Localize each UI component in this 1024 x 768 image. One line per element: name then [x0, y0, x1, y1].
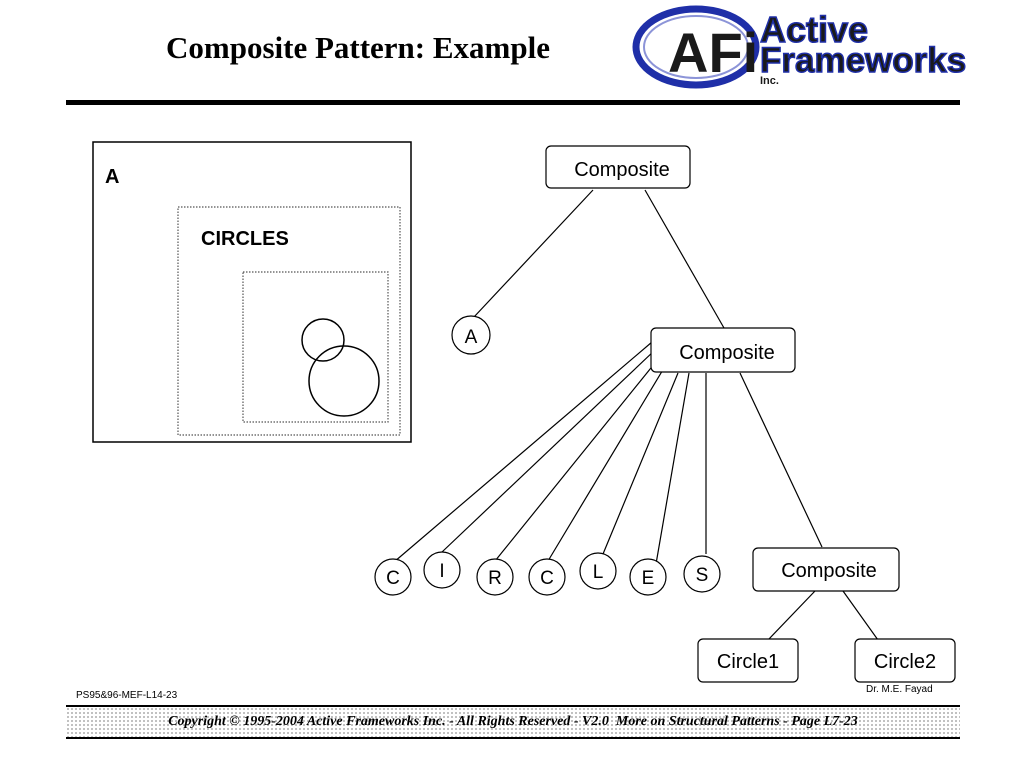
letter-leaf: I	[423, 551, 461, 589]
tree-node-sub-label: Composite	[781, 560, 877, 582]
title-divider	[66, 100, 960, 105]
tree-node-sub: Composite	[752, 547, 900, 592]
tree-node-root: Composite	[545, 145, 691, 189]
letter-leaf-label: L	[593, 562, 604, 583]
tree-leaf-circle2: Circle2	[854, 638, 956, 683]
letter-leaf-label: C	[540, 568, 554, 589]
small-circle-shape	[301, 318, 345, 362]
letter-leaf-label: E	[642, 568, 655, 589]
letter-leaf-label: R	[488, 568, 502, 589]
screen-illustration: A CIRCLES	[92, 141, 412, 443]
tree-leaf-circle1-label: Circle1	[717, 651, 779, 673]
tree-node-mid: Composite	[650, 327, 796, 373]
letter-leaf: R	[476, 558, 514, 596]
tree-leaf-a: A	[451, 315, 491, 355]
letter-leaf-label: S	[696, 565, 709, 586]
letter-leaf-label: I	[439, 561, 444, 582]
circles-group-label: CIRCLES	[201, 228, 289, 250]
logo-suffix: Inc.	[760, 75, 779, 87]
page-title: Composite Pattern: Example	[166, 30, 550, 65]
inner-group-box	[242, 271, 389, 423]
circles-group-box	[177, 206, 401, 436]
tree-connectors	[393, 189, 879, 641]
section-page-label: More on Structural Patterns - Page L7-23	[615, 714, 858, 729]
copyright-notice: Copyright © 1995-2004 Active Frameworks …	[168, 714, 609, 729]
tree-node-root-label: Composite	[574, 159, 670, 181]
company-logo: AFi Active Frameworks Inc.	[632, 4, 994, 90]
logo-line2: Frameworks	[760, 41, 966, 80]
tree-node-mid-label: Composite	[679, 342, 775, 364]
logo-graphic: AFi Active Frameworks Inc.	[632, 5, 967, 89]
slide-code: PS95&96-MEF-L14-23	[76, 690, 178, 701]
tree-leaf-circle1: Circle1	[697, 638, 799, 683]
logo-monogram: AFi	[668, 21, 758, 84]
footer-text: Copyright © 1995-2004 Active Frameworks …	[66, 714, 960, 730]
letter-leaf: S	[683, 555, 721, 593]
logo-line1: Active	[760, 9, 868, 50]
author-credit: Dr. M.E. Fayad	[866, 684, 933, 695]
outer-window-label: A	[105, 166, 119, 188]
tree-leaf-circle2-label: Circle2	[874, 651, 936, 673]
large-circle-shape	[308, 345, 380, 417]
footer-bar	[66, 705, 960, 739]
letter-leaf-label: C	[386, 568, 400, 589]
letter-leaf: C	[374, 558, 412, 596]
letter-leaf: E	[629, 558, 667, 596]
tree-leaf-a-label: A	[465, 327, 478, 348]
outer-window	[92, 141, 412, 443]
letter-leaf: C	[528, 558, 566, 596]
letter-leaf: L	[579, 552, 617, 590]
